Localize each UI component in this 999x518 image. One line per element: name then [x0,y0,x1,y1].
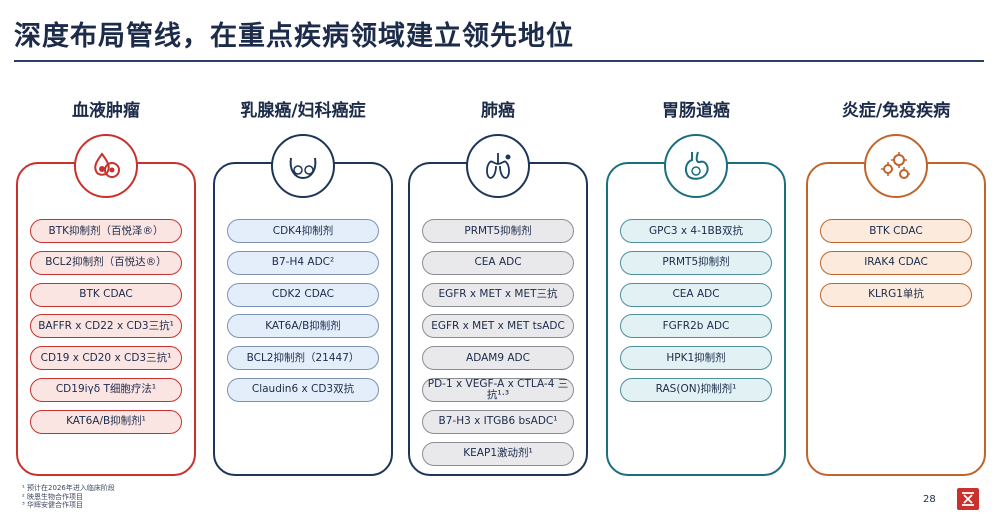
pipeline-item: BCL2抑制剂（百悦达®） [30,250,182,275]
title-rule [14,60,984,62]
blood-cell-icon [74,134,138,198]
column-title: 血液肿瘤 [72,101,140,121]
pipeline-item: KLRG1单抗 [820,282,972,307]
pipeline-item: BTK CDAC [30,282,182,307]
pipeline-item: HPK1抑制剂 [620,346,772,371]
pipeline-item: CD19 x CD20 x CD3三抗¹ [30,346,182,371]
page-number: 28 [923,494,936,505]
pipeline-item: KAT6A/B抑制剂¹ [30,409,182,434]
pipeline-item: Claudin6 x CD3双抗 [227,377,379,402]
pipeline-item: KEAP1激动剂¹ [422,441,574,466]
pipeline-item: ADAM9 ADC [422,346,574,371]
pipeline-item: BAFFR x CD22 x CD3三抗¹ [30,314,182,339]
column-title: 乳腺癌/妇科癌症 [240,101,366,121]
pipeline-item: PD-1 x VEGF-A x CTLA-4 三抗¹·³ [422,377,574,402]
pipeline-item: B7-H4 ADC² [227,250,379,275]
pipeline-item: FGFR2b ADC [620,314,772,339]
pipeline-item: RAS(ON)抑制剂¹ [620,377,772,402]
pipeline-item: CEA ADC [620,282,772,307]
pipeline-item: GPC3 x 4-1BB双抗 [620,219,772,243]
footnote: ² 映恩生物合作项目 [22,492,84,501]
pipeline-item: EGFR x MET x MET三抗 [422,282,574,307]
pipeline-item: CEA ADC [422,250,574,275]
pipeline-item: PRMT5抑制剂 [422,219,574,243]
footnotes: ¹ 预计在2026年进入临床阶段 ² 映恩生物合作项目 ³ 华辉安健合作项目 [22,484,115,510]
column-title: 炎症/免疫疾病 [841,101,951,121]
footnote: ³ 华辉安健合作项目 [22,501,84,509]
virus-icon [864,134,928,198]
company-logo [957,488,979,510]
lung-icon [466,134,530,198]
page-title: 深度布局管线，在重点疾病领域建立领先地位 [14,21,574,52]
column-title: 胃肠道癌 [662,101,730,121]
pipeline-item: BTK抑制剂（百悦泽®） [30,219,182,243]
pipeline-item: EGFR x MET x MET tsADC [422,314,574,339]
pipeline-item: CDK4抑制剂 [227,219,379,243]
pipeline-item: IRAK4 CDAC [820,250,972,275]
pipeline-item: CDK2 CDAC [227,282,379,307]
pipeline-item: B7-H3 x ITGB6 bsADC¹ [422,409,574,434]
stomach-icon [664,134,728,198]
breast-icon [271,134,335,198]
pipeline-item: PRMT5抑制剂 [620,250,772,275]
pipeline-item: CD19iγδ T细胞疗法¹ [30,377,182,402]
pipeline-item: BCL2抑制剂（21447） [227,346,379,371]
column-frame [806,162,986,476]
pipeline-item: BTK CDAC [820,219,972,243]
footnote: ¹ 预计在2026年进入临床阶段 [22,484,115,492]
column-title: 肺癌 [481,101,515,121]
pipeline-item: KAT6A/B抑制剂 [227,314,379,339]
